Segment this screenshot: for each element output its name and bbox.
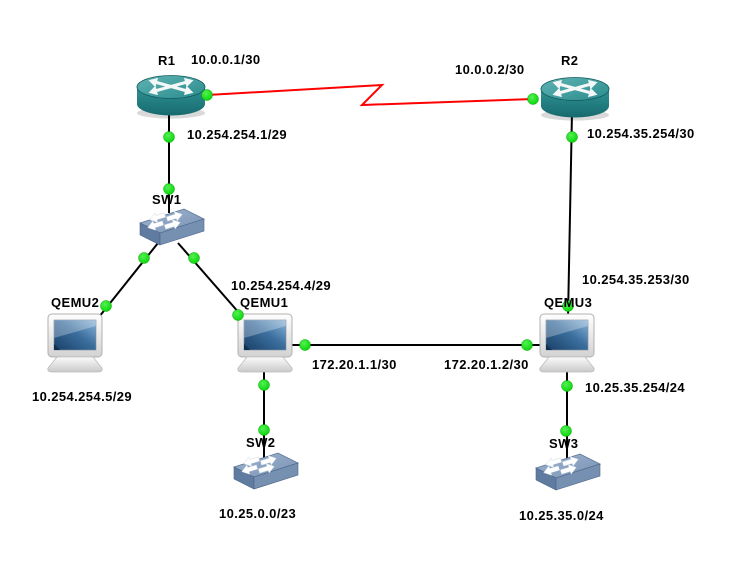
link-r1-r2-serial[interactable] xyxy=(206,83,534,107)
ip-label-qemu1-p2p: 172.20.1.1/30 xyxy=(312,357,397,372)
node-r2-router-icon[interactable] xyxy=(539,76,611,122)
node-label-sw2: SW2 xyxy=(246,435,276,450)
node-qemu2-pc-icon[interactable] xyxy=(47,313,103,373)
node-label-sw1: SW1 xyxy=(152,192,182,207)
status-up-dot xyxy=(561,380,573,392)
ip-label-r2-ethernet: 10.254.35.254/30 xyxy=(587,126,695,141)
link-r2-qemu3[interactable] xyxy=(567,111,573,319)
status-up-dot xyxy=(188,252,200,264)
status-up-dot xyxy=(258,379,270,391)
status-up-dot xyxy=(560,425,572,437)
status-up-dot xyxy=(138,252,150,264)
status-up-dot xyxy=(258,424,270,436)
ip-label-qemu3-r2: 10.254.35.253/30 xyxy=(582,272,690,287)
ip-label-qemu3-sw3: 10.25.35.254/24 xyxy=(585,380,685,395)
status-up-dot xyxy=(527,93,539,105)
node-qemu1-pc-icon[interactable] xyxy=(237,313,293,373)
ip-label-r1-ethernet: 10.254.254.1/29 xyxy=(187,127,287,142)
status-up-dot xyxy=(201,89,213,101)
node-sw1-switch-icon[interactable] xyxy=(139,208,205,246)
ip-label-qemu3-p2p: 172.20.1.2/30 xyxy=(444,357,529,372)
ip-label-qemu2-sw1: 10.254.254.5/29 xyxy=(32,389,132,404)
status-up-dot xyxy=(163,131,175,143)
node-label-qemu3: QEMU3 xyxy=(544,295,593,310)
status-up-dot xyxy=(566,131,578,143)
ip-label-sw3-subnet: 10.25.35.0/24 xyxy=(519,508,604,523)
status-up-dot xyxy=(562,300,574,312)
ip-label-qemu1-sw1: 10.254.254.4/29 xyxy=(231,278,331,293)
node-label-r2: R2 xyxy=(561,53,579,68)
node-sw2-switch-icon[interactable] xyxy=(233,452,299,490)
ip-label-sw2-subnet: 10.25.0.0/23 xyxy=(219,506,297,521)
ip-label-r1-serial: 10.0.0.1/30 xyxy=(191,52,261,67)
status-up-dot xyxy=(299,339,311,351)
status-up-dot xyxy=(100,300,112,312)
link-status-dots xyxy=(100,89,578,437)
status-up-dot xyxy=(163,183,175,195)
node-label-r1: R1 xyxy=(158,53,176,68)
node-label-qemu1: QEMU1 xyxy=(240,295,289,310)
node-r1-router-icon[interactable] xyxy=(135,74,207,120)
node-sw3-switch-icon[interactable] xyxy=(535,453,601,491)
node-label-qemu2: QEMU2 xyxy=(51,295,100,310)
node-qemu3-pc-icon[interactable] xyxy=(539,313,595,373)
ip-label-r2-serial: 10.0.0.2/30 xyxy=(455,62,525,77)
status-up-dot xyxy=(521,339,533,351)
node-label-sw3: SW3 xyxy=(549,436,579,451)
status-up-dot xyxy=(232,309,244,321)
